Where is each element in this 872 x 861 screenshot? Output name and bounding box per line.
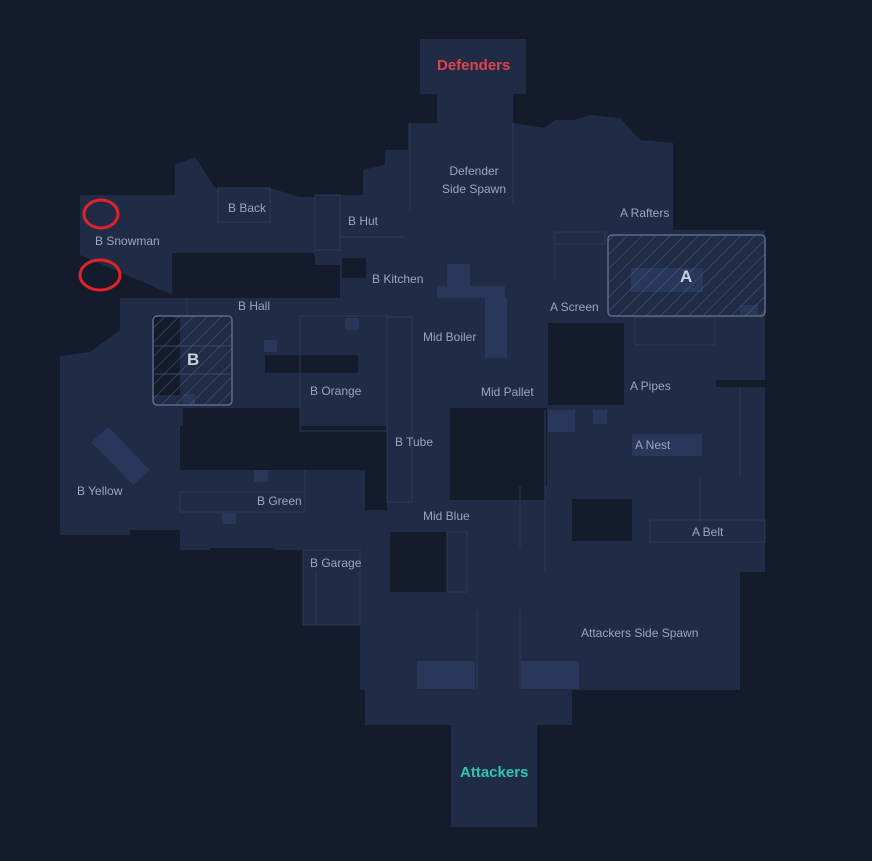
- callout-b-snowman: B Snowman: [95, 234, 160, 248]
- marker-group: [78, 198, 122, 292]
- callout-b-hut: B Hut: [348, 214, 379, 228]
- callout-mid-pallet: Mid Pallet: [481, 385, 534, 399]
- site-a-area: [607, 234, 766, 317]
- callout-mid-blue: Mid Blue: [423, 509, 470, 523]
- callout-b-yellow: B Yellow: [77, 484, 123, 498]
- site-b-area: [152, 315, 233, 406]
- callout-a-nest: A Nest: [635, 438, 671, 452]
- callout-b-green: B Green: [257, 494, 302, 508]
- callout-b-kitchen: B Kitchen: [372, 272, 424, 286]
- callout-defender-side-spawn-line2: Side Spawn: [441, 182, 507, 196]
- red-circle-marker: [82, 198, 120, 230]
- callout-attackers-side-spawn: Attackers Side Spawn: [581, 626, 699, 640]
- site-a-label: A: [680, 267, 693, 286]
- callout-a-pipes: A Pipes: [630, 379, 671, 393]
- attackers-label: Attackers: [460, 764, 529, 781]
- callout-defender-side-spawn-line1: Defender: [449, 164, 499, 178]
- wall-lines: [179, 123, 766, 690]
- callout-a-rafters: A Rafters: [620, 206, 670, 220]
- callout-b-back: B Back: [228, 201, 267, 215]
- callout-b-garage: B Garage: [310, 556, 362, 570]
- callout-b-hall: B Hall: [238, 299, 271, 313]
- callout-defender-side-spawn: Defender Side Spawn: [441, 164, 507, 196]
- callout-a-belt: A Belt: [692, 525, 724, 539]
- callout-b-tube: B Tube: [395, 435, 434, 449]
- callout-b-orange: B Orange: [310, 384, 362, 398]
- void-areas: [60, 253, 765, 592]
- site-b-label: B: [187, 350, 200, 369]
- red-circle-marker: [78, 258, 122, 292]
- callout-a-screen: A Screen: [550, 300, 599, 314]
- defenders-label: Defenders: [437, 57, 511, 74]
- callout-mid-boiler: Mid Boiler: [423, 330, 477, 344]
